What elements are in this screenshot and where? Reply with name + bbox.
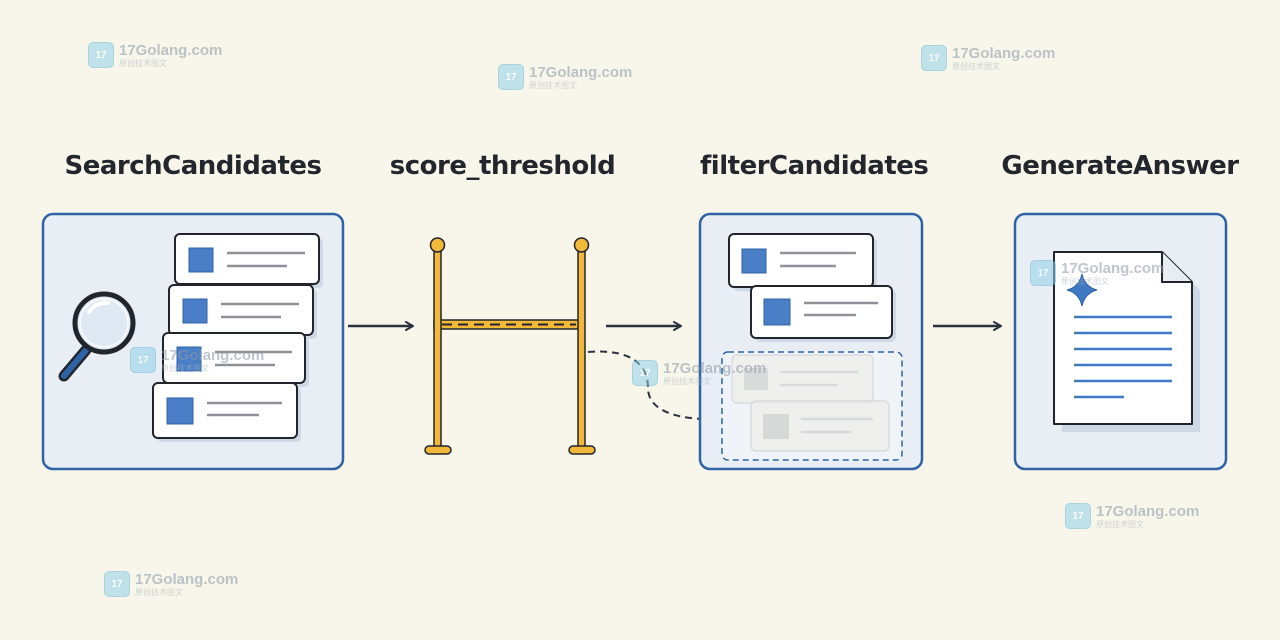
rejected-candidate-card [731, 354, 874, 404]
rejected-path-arrow [587, 350, 717, 425]
answer-document-icon [1053, 251, 1200, 432]
sparkle-icon [1066, 273, 1098, 307]
watermark-logo-icon: 17 [632, 360, 658, 386]
title-filter-candidates: filterCandidates [700, 151, 929, 181]
watermark-logo-icon: 17 [921, 45, 947, 71]
watermark-logo-icon: 17 [1030, 260, 1056, 286]
watermark-logo-icon: 17 [88, 42, 114, 68]
title-search-candidates: SearchCandidates [64, 151, 322, 181]
watermark-logo-icon: 17 [1065, 503, 1091, 529]
watermark-logo-icon: 17 [130, 347, 156, 373]
watermark-logo-icon: 17 [498, 64, 524, 90]
rejected-candidate-card [750, 400, 890, 452]
kept-candidate-card [750, 285, 896, 342]
candidate-card [168, 284, 317, 339]
candidate-card [152, 382, 301, 442]
kept-candidate-card [728, 233, 877, 291]
candidate-card [162, 332, 309, 387]
magnifier-icon [58, 291, 136, 382]
title-score-threshold: score_threshold [389, 151, 616, 181]
threshold-gate-icon [424, 237, 596, 455]
watermark-logo-icon: 17 [104, 571, 130, 597]
title-generate-answer: GenerateAnswer [1001, 151, 1239, 181]
candidate-card [174, 233, 323, 288]
